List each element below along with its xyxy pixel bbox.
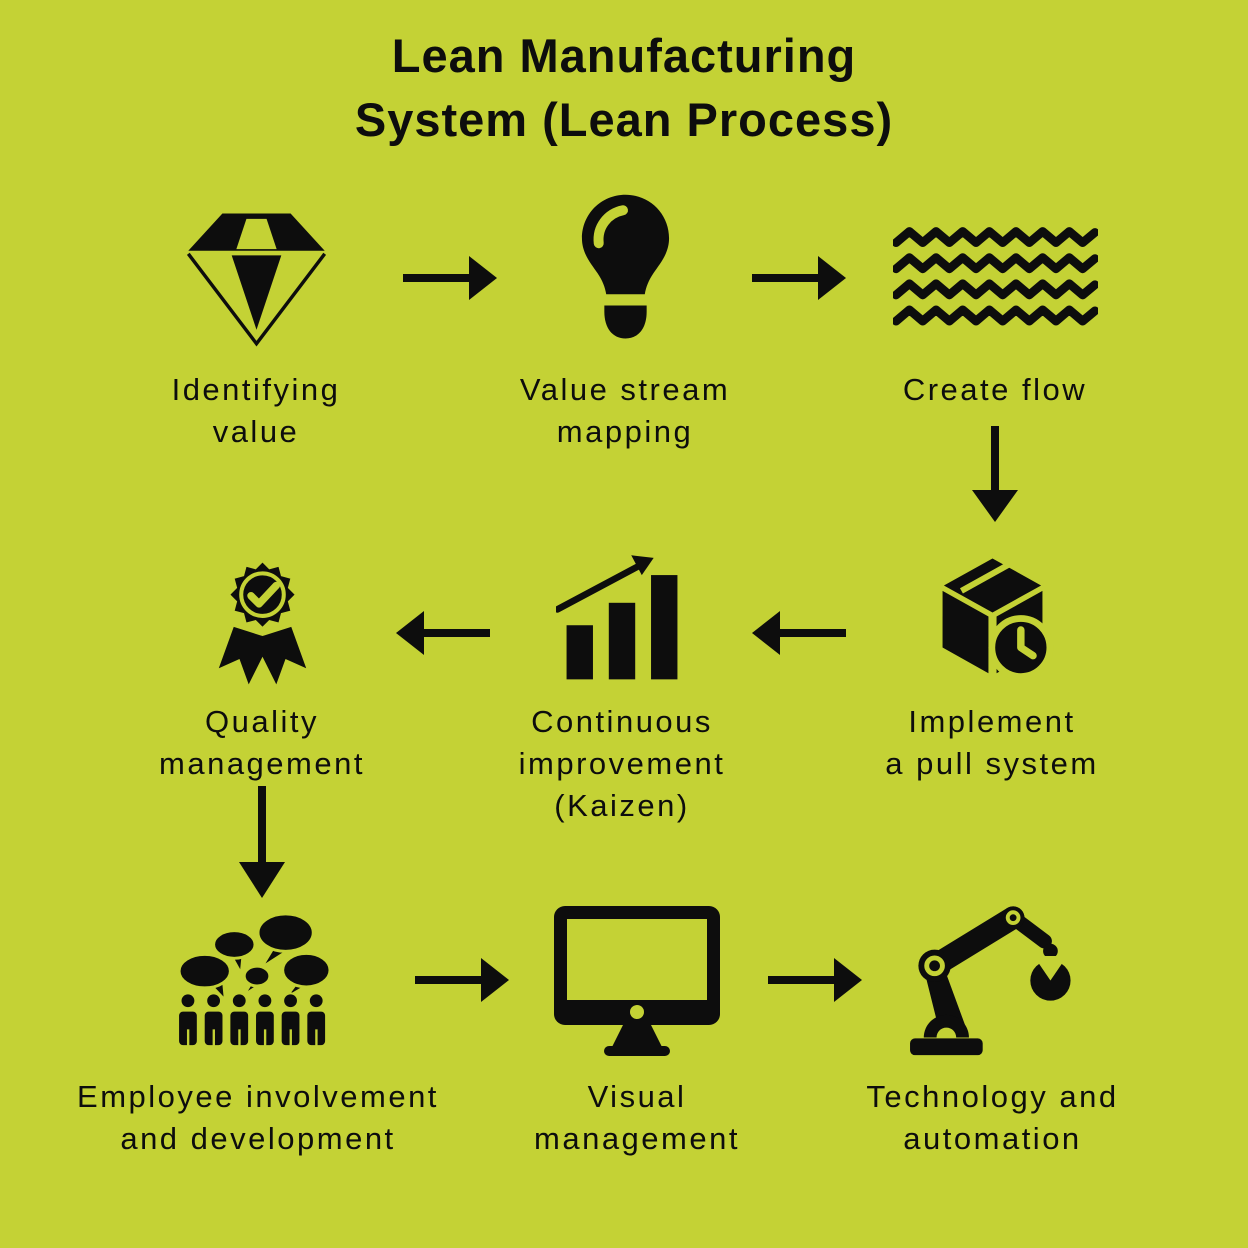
node-label: Identifying value [171, 372, 341, 449]
box-clock-icon [832, 540, 1152, 692]
title-line-1: Lean Manufacturing [391, 29, 857, 82]
title-line-2: System (Lean Process) [354, 93, 894, 146]
award-badge-icon [102, 540, 422, 692]
monitor-icon [477, 895, 797, 1067]
node-identifying-value: Identifying value [96, 190, 416, 453]
node-implement-pull-system: Implement a pull system [832, 540, 1152, 785]
node-label: Implement a pull system [885, 704, 1099, 781]
growth-chart-icon [462, 540, 782, 692]
node-label: Employee involvement and development [77, 1079, 439, 1156]
flow-arrow-right-2 [752, 255, 846, 306]
node-quality-management: Quality management [102, 540, 422, 785]
robot-arm-icon [820, 895, 1165, 1067]
node-continuous-improvement: Continuous improvement (Kaizen) [462, 540, 782, 827]
node-label: Technology and automation [866, 1079, 1119, 1156]
node-label: Value stream mapping [519, 372, 731, 449]
waves-icon [835, 190, 1155, 360]
node-label: Visual management [534, 1079, 740, 1156]
node-label: Create flow [902, 372, 1088, 407]
flow-arrow-left-2 [396, 610, 490, 661]
node-technology-automation: Technology and automation [820, 895, 1165, 1160]
node-label: Continuous improvement (Kaizen) [518, 704, 726, 823]
page-title: Lean Manufacturing System (Lean Process) [0, 24, 1248, 152]
node-label: Quality management [159, 704, 365, 781]
flow-arrow-right-3 [415, 957, 509, 1008]
node-create-flow: Create flow [835, 190, 1155, 411]
node-employee-involvement: Employee involvement and development [68, 895, 448, 1160]
diamond-icon [96, 190, 416, 360]
node-visual-management: Visual management [477, 895, 797, 1160]
node-value-stream-mapping: Value stream mapping [465, 190, 785, 453]
flow-arrow-right-4 [768, 957, 862, 1008]
flow-arrow-down-2 [238, 786, 286, 903]
flow-arrow-left-1 [752, 610, 846, 661]
people-discussion-icon [68, 895, 448, 1067]
lightbulb-icon [465, 190, 785, 360]
flow-arrow-down-1 [971, 426, 1019, 527]
flow-arrow-right-1 [403, 255, 497, 306]
